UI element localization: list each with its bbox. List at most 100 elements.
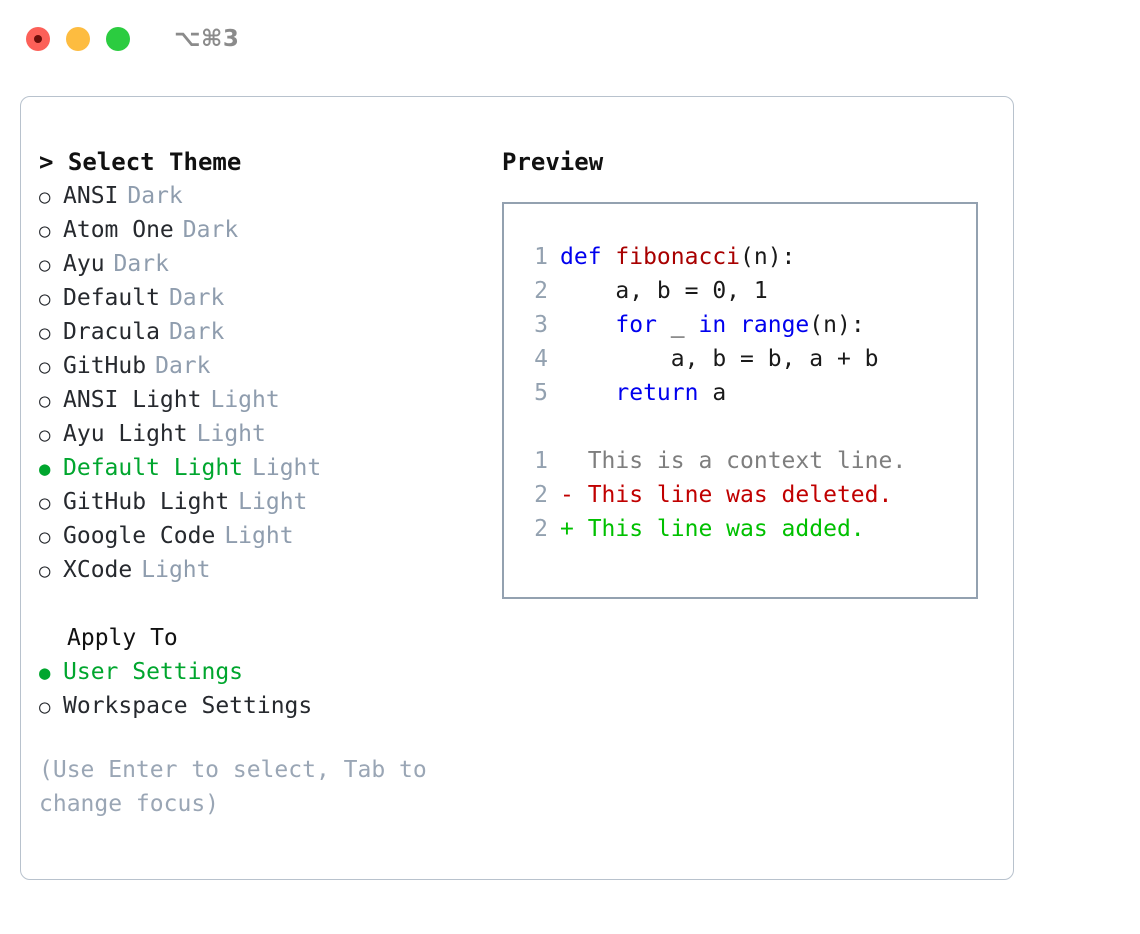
line-number: 1 [534, 448, 548, 474]
code-line: 4 a, b = b, a + b [522, 342, 968, 376]
radio-unselected-icon: ○ [39, 696, 51, 718]
line-number: 2 [534, 516, 548, 542]
radio-selected-icon: ● [39, 662, 51, 684]
code-token: (n): [740, 244, 796, 270]
code-token: (n): [809, 312, 865, 338]
radio-unselected-icon: ○ [39, 526, 51, 548]
close-button[interactable] [26, 27, 50, 51]
theme-option-ayu[interactable]: ○ Ayu Dark [39, 247, 479, 281]
title-bar: ⌥⌘3 [0, 0, 1140, 78]
code-line: 1 def fibonacci(n): [522, 240, 968, 274]
apply-to-option-user-settings[interactable]: ● User Settings [39, 655, 479, 689]
code-token [726, 312, 740, 338]
radio-unselected-icon: ○ [39, 220, 51, 242]
code-token: a [698, 380, 727, 406]
preview-title: Preview [502, 148, 604, 176]
line-number: 4 [534, 346, 548, 372]
code-token: a, b = b, a + b [560, 346, 879, 372]
theme-option-label: Ayu Light [63, 421, 188, 447]
apply-to-option-list: ● User Settings ○ Workspace Settings [39, 655, 479, 723]
radio-unselected-icon: ○ [39, 322, 51, 344]
code-token [560, 312, 615, 338]
code-token: in [698, 312, 727, 338]
radio-unselected-icon: ○ [39, 356, 51, 378]
line-number: 2 [534, 482, 548, 508]
line-number: 5 [534, 380, 548, 406]
spacer [39, 587, 479, 621]
code-text: a, b = 0, 1 [560, 274, 768, 308]
theme-option-label: Atom One [63, 217, 174, 243]
radio-unselected-icon: ○ [39, 424, 51, 446]
code-token: range [740, 312, 810, 338]
theme-option-label: Google Code [63, 523, 216, 549]
theme-variant-tag: Light [252, 455, 322, 481]
theme-variant-tag: Dark [182, 217, 239, 243]
diff-lines: 1 This is a context line.2- This line wa… [522, 444, 968, 546]
code-token: fibonacci [615, 244, 741, 270]
theme-variant-tag: Light [210, 387, 280, 413]
theme-option-label: Default [63, 285, 160, 311]
theme-option-label: Default Light [63, 455, 244, 481]
apply-to-option-label: User Settings [63, 659, 244, 685]
diff-line-add: 2 + This line was added. [522, 512, 968, 546]
radio-selected-icon: ● [39, 458, 51, 480]
radio-unselected-icon: ○ [39, 390, 51, 412]
apply-to-option-workspace-settings[interactable]: ○ Workspace Settings [39, 689, 479, 723]
line-number: 3 [534, 312, 548, 338]
window-controls [26, 27, 130, 51]
code-line: 3 for _ in range(n): [522, 308, 968, 342]
code-token [560, 380, 615, 406]
code-text: def fibonacci(n): [560, 240, 795, 274]
theme-variant-tag: Dark [168, 319, 225, 345]
diff-line-ctx: 1 This is a context line. [522, 444, 968, 478]
code-token: return [615, 380, 699, 406]
code-token: a, b = 0, 1 [560, 278, 768, 304]
line-number: 1 [534, 244, 548, 270]
code-text: for _ in range(n): [560, 308, 865, 342]
code-line: 5 return a [522, 376, 968, 410]
theme-option-label: Dracula [63, 319, 160, 345]
code-token: def [560, 244, 616, 270]
line-number: 2 [534, 278, 548, 304]
theme-option-label: XCode [63, 557, 133, 583]
maximize-button[interactable] [106, 27, 130, 51]
diff-text: This is a context line. [560, 448, 907, 474]
code-text: return a [560, 376, 726, 410]
code-token: _ [656, 312, 699, 338]
select-theme-header: > Select Theme [39, 148, 242, 176]
theme-variant-tag: Dark [113, 251, 169, 277]
theme-option-default-light[interactable]: ● Default Light Light [39, 451, 479, 485]
theme-option-label: GitHub Light [63, 489, 230, 515]
code-line: 2 a, b = 0, 1 [522, 274, 968, 308]
diff-line-del: 2- This line was deleted. [522, 478, 968, 512]
theme-variant-tag: Light [224, 523, 294, 549]
radio-unselected-icon: ○ [39, 254, 51, 276]
theme-option-label: GitHub [63, 353, 147, 379]
code-token: for [615, 312, 657, 338]
apply-to-option-label: Workspace Settings [63, 693, 313, 719]
theme-option-label: Ayu [63, 251, 105, 277]
theme-variant-tag: Light [141, 557, 211, 583]
diff-text: + This line was added. [560, 516, 865, 542]
theme-variant-tag: Light [238, 489, 308, 515]
theme-option-google-code[interactable]: ○ Google Code Light [39, 519, 479, 553]
minimize-button[interactable] [66, 27, 90, 51]
radio-unselected-icon: ○ [39, 560, 51, 582]
code-text: a, b = b, a + b [560, 342, 879, 376]
theme-option-xcode[interactable]: ○ XCode Light [39, 553, 479, 587]
theme-option-dracula[interactable]: ○ Dracula Dark [39, 315, 479, 349]
theme-option-ayu-light[interactable]: ○ Ayu Light Light [39, 417, 479, 451]
theme-variant-tag: Dark [127, 183, 183, 209]
theme-option-atom-one[interactable]: ○ Atom One Dark [39, 213, 479, 247]
theme-variant-tag: Light [196, 421, 266, 447]
